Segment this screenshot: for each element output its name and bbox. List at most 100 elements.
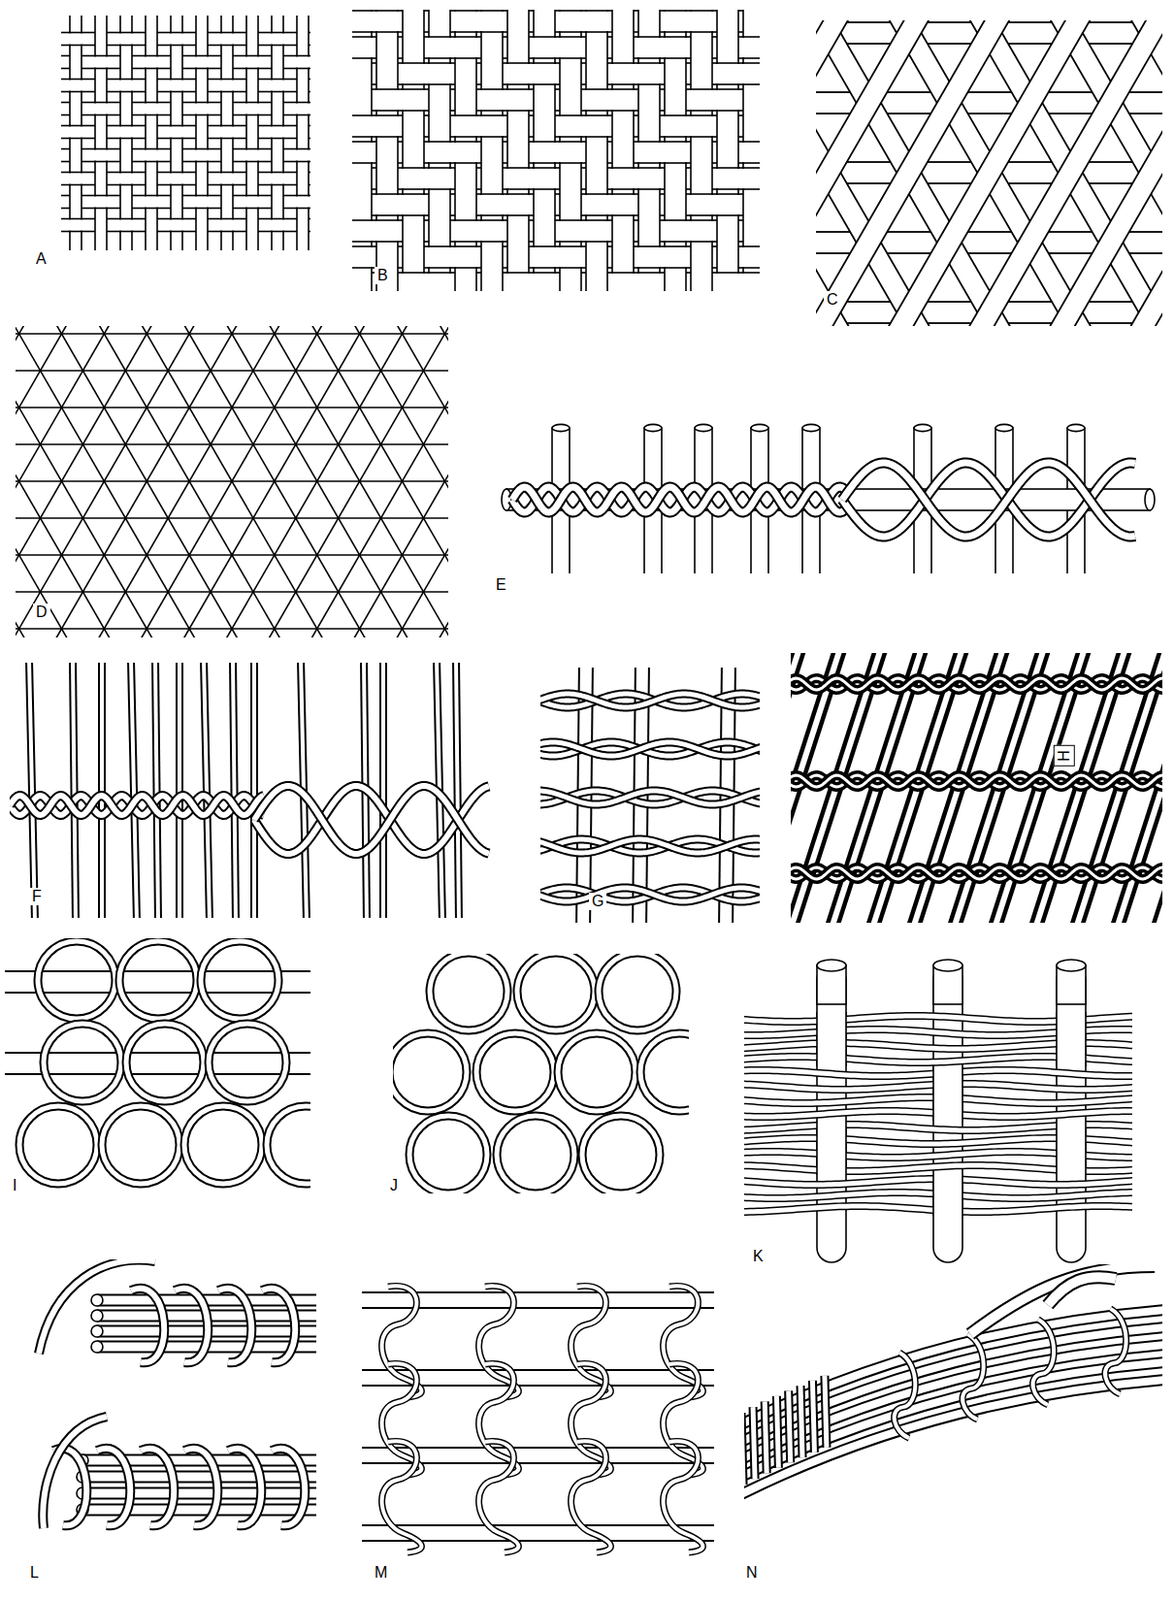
stake-edge <box>961 1174 964 1216</box>
strand-outline <box>250 662 259 918</box>
lattice-line <box>15 326 220 638</box>
strand-outline <box>790 775 1163 787</box>
strip-edge <box>401 193 425 196</box>
strand-outline <box>254 785 490 854</box>
strand-outline <box>42 1416 107 1529</box>
strand-body <box>82 1472 317 1482</box>
strip-edge <box>427 188 452 191</box>
strand-body <box>174 1288 208 1363</box>
strip-crossing <box>558 11 583 32</box>
strip-edge <box>94 148 108 151</box>
strip-edge <box>270 230 285 233</box>
strand-outline <box>140 1448 174 1526</box>
vertical-strip <box>559 9 582 292</box>
strip-edge <box>506 88 530 91</box>
strip-crossing <box>480 90 504 110</box>
stake-edge <box>1055 1011 1058 1067</box>
lattice-line <box>212 326 449 638</box>
strip-crossing <box>270 79 285 91</box>
strand-body <box>540 742 760 756</box>
strip-crossing <box>144 149 159 161</box>
lattice-line <box>180 326 449 638</box>
vertical-strip <box>455 9 477 292</box>
strip-crossing <box>375 90 399 110</box>
stake-end <box>644 423 662 431</box>
strip-crossing <box>506 64 530 84</box>
strip-edge <box>454 219 478 222</box>
vertical-strip <box>271 15 284 251</box>
strip-edge <box>375 135 399 138</box>
strip-crossing <box>94 195 108 207</box>
strand-outline <box>82 1487 317 1501</box>
strip-edge <box>220 184 234 187</box>
strip-edge <box>245 161 260 164</box>
strip-crossing <box>689 116 714 136</box>
strand-body <box>663 1440 704 1553</box>
strand-body <box>184 1106 262 1184</box>
strip-edge <box>558 9 583 12</box>
strip-edge <box>245 195 260 197</box>
lattice-line <box>15 326 252 638</box>
strand-outline <box>764 1401 767 1473</box>
strip-edge <box>480 31 504 33</box>
strip-edge <box>532 62 556 65</box>
vertical-strip <box>533 9 555 292</box>
strip-edge <box>401 83 425 86</box>
strip-edge <box>94 207 108 210</box>
stake-edge <box>1055 1120 1058 1175</box>
strip-edge <box>119 32 133 34</box>
strip-edge <box>401 166 425 169</box>
strip-edge <box>270 184 285 187</box>
strip-edge <box>169 218 184 221</box>
strip-crossing <box>169 219 184 230</box>
strip-crossing <box>245 149 260 161</box>
strip-crossing <box>558 37 583 58</box>
strip-crossing <box>506 195 530 215</box>
strip-edge <box>689 240 714 243</box>
strip-edge <box>195 114 209 117</box>
strip-crossing <box>742 273 760 292</box>
strip-crossing <box>611 64 635 84</box>
strip-edge <box>119 125 133 128</box>
weave-panel <box>38 1260 317 1529</box>
vertical-strip <box>481 9 503 292</box>
strip-edge <box>169 230 184 233</box>
strand-body <box>894 1352 916 1438</box>
lattice-line <box>149 326 449 638</box>
lattice-line <box>15 443 449 446</box>
strip-crossing <box>119 79 133 91</box>
strip-crossing <box>506 273 530 292</box>
strip-edge <box>558 140 583 143</box>
strip-edge <box>427 62 452 65</box>
strand-outline <box>512 487 847 513</box>
strip-edge <box>506 166 530 169</box>
strip-edge <box>689 9 714 12</box>
strip-crossing <box>68 219 83 230</box>
lattice-line <box>180 326 449 638</box>
lattice-line <box>15 326 284 638</box>
strip-edge <box>506 271 530 274</box>
strip-crossing <box>220 172 234 184</box>
strand-body <box>476 1033 555 1111</box>
rod-end <box>1144 489 1155 511</box>
strip-edge <box>637 271 661 274</box>
strand-outline <box>496 1115 575 1194</box>
strand-body <box>540 790 760 805</box>
vertical-strip <box>717 9 739 292</box>
strand-outline <box>409 1115 488 1194</box>
lattice-line <box>15 326 411 638</box>
stake-edge <box>932 1066 935 1121</box>
weave-panel <box>815 20 1163 327</box>
strip-crossing <box>270 32 285 44</box>
strand-outline <box>744 1379 1163 1497</box>
strip-edge <box>68 32 83 34</box>
strip-edge <box>427 266 452 269</box>
strip-edge <box>454 114 478 117</box>
strand-body <box>1047 1276 1116 1305</box>
vertical-strip <box>402 9 424 292</box>
strand-outline <box>392 1033 467 1111</box>
strip-crossing <box>454 116 478 136</box>
strip-edge <box>480 193 504 196</box>
strand-outline <box>790 678 1163 690</box>
strand-outline <box>9 795 264 816</box>
